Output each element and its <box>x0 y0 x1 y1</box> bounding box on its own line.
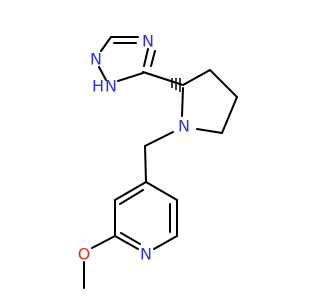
bond-pyridine-c2-n1 <box>114 235 139 250</box>
atom-pyridine-n: N <box>140 245 152 264</box>
bond-pyridine-c4-c3 <box>114 181 147 201</box>
stereo-hash-wedge <box>171 78 181 92</box>
atom-triazole-n-left: N <box>90 50 102 69</box>
bond-triazole-n4-c3 <box>143 48 149 67</box>
bond-pyrrolidine-c5-n1 <box>196 128 223 134</box>
bond-pyrrolidine-c4-c5 <box>221 96 238 134</box>
bond-n-ch2 <box>144 131 174 147</box>
bond-pyridine-c4-c3-double <box>119 189 144 205</box>
bond-triazole-n4-c3-double <box>150 50 156 67</box>
bond-pyrrolidine-n1-c2 <box>181 87 184 117</box>
bond-pyridine-c2-n1-double <box>120 232 141 245</box>
molecule-diagram: N N N H N N O <box>78 32 238 289</box>
bond-pyrrolidine-c2-c3 <box>182 69 211 86</box>
bond-triazole-c5-n1 <box>100 36 112 52</box>
atom-pyrrolidine-n: N <box>178 117 190 136</box>
bond-pyrrolidine-c3-c4 <box>209 69 238 98</box>
atom-triazole-n-top: N <box>142 32 154 51</box>
atom-methoxy-o: O <box>78 245 91 264</box>
bond-triazole-pyrrolidine <box>142 71 184 86</box>
bond-triazole-n2-c3 <box>117 72 144 82</box>
atom-triazole-nh-h: H <box>92 77 104 96</box>
structure-svg: N N N H N N O <box>78 32 238 289</box>
bond-pyridine-c5-c4 <box>145 181 178 201</box>
bond-pyridine-o <box>91 235 116 249</box>
atom-triazole-nh-n: N <box>105 77 117 96</box>
bond-ch2-pyridine <box>144 145 147 183</box>
bond-triazole-n1-n2 <box>98 66 107 81</box>
bond-pyridine-n1-c6 <box>153 235 178 250</box>
